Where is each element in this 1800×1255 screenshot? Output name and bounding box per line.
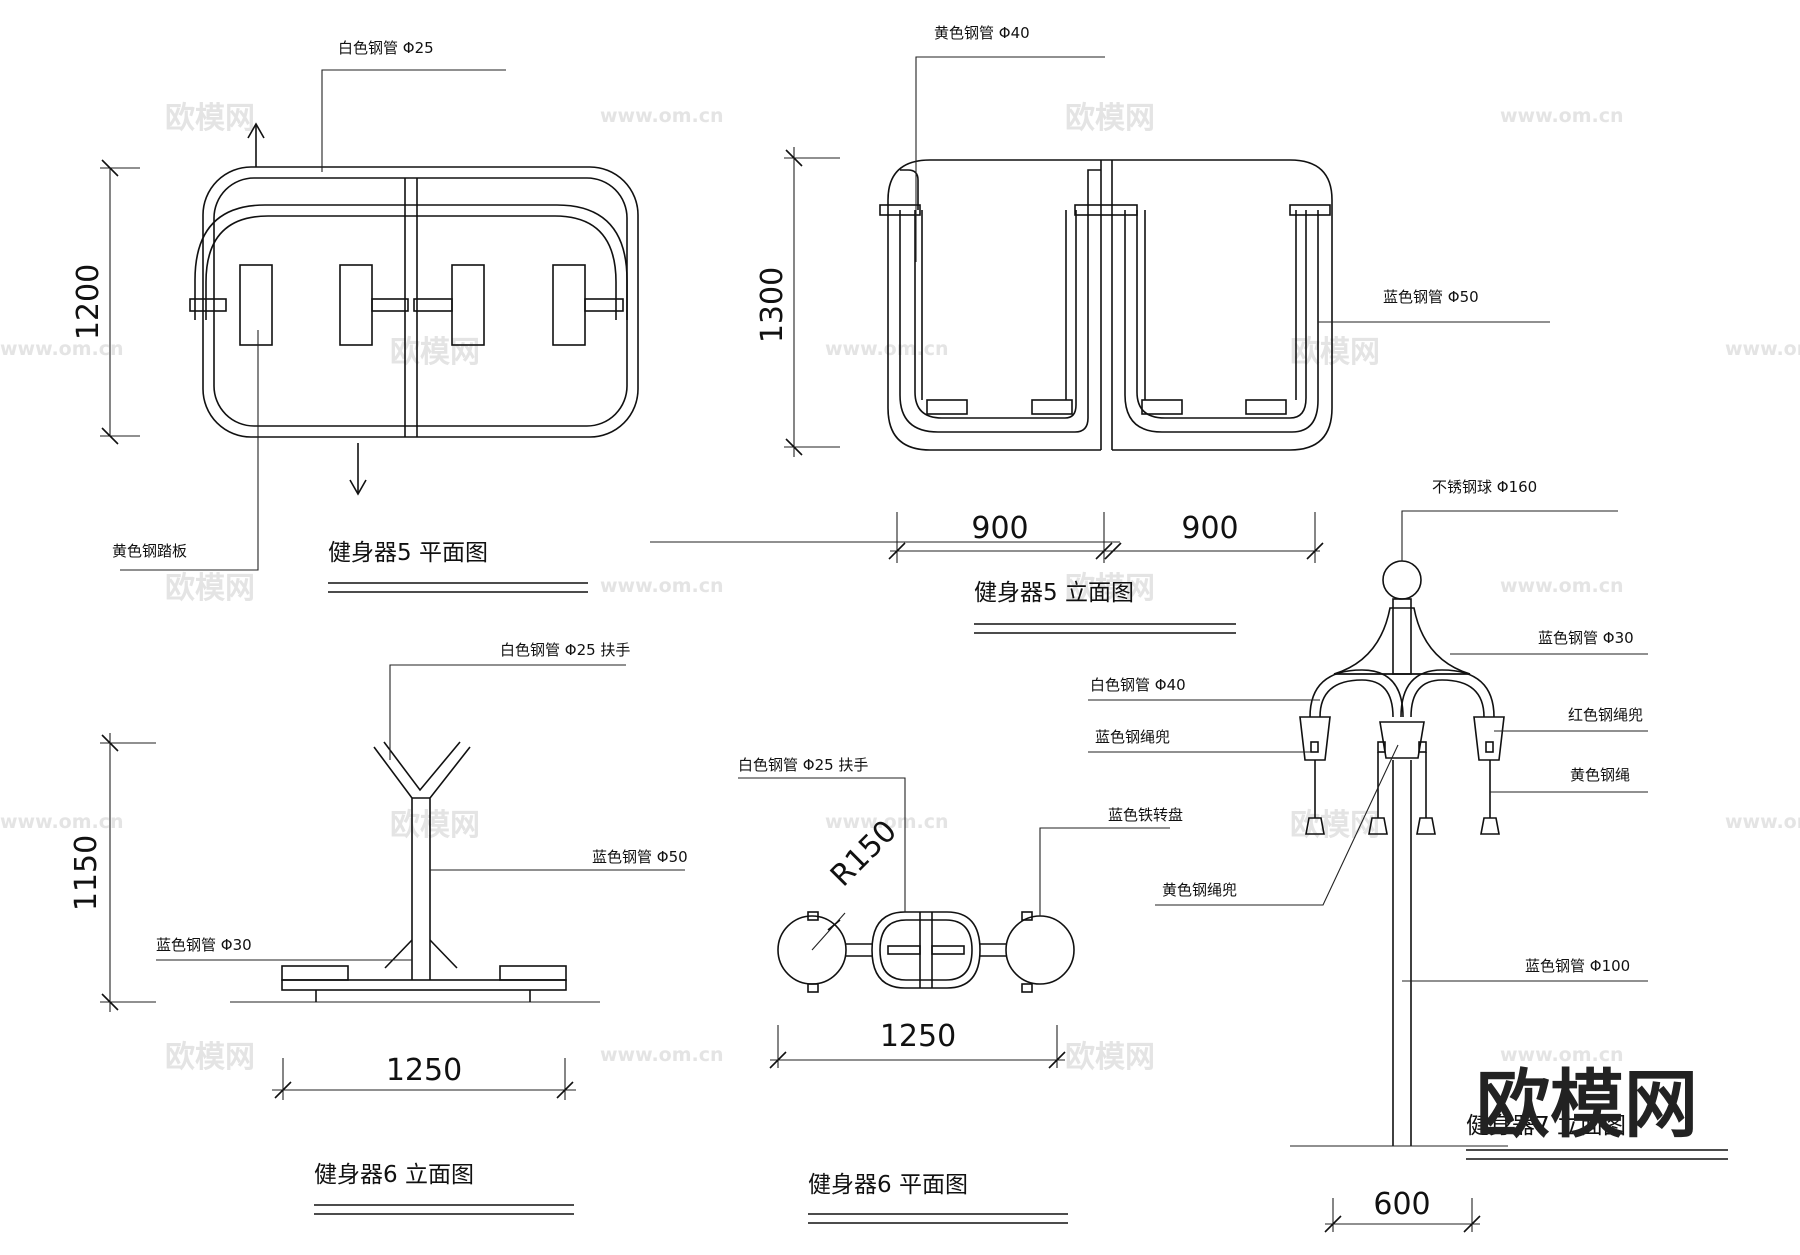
label-yellow-pedal: 黄色钢踏板	[112, 542, 187, 560]
watermark-url: www.om.cn	[600, 1044, 724, 1066]
title-view3: 健身器6 立面图	[314, 1162, 474, 1188]
watermark: 欧模网	[165, 571, 255, 606]
watermark: 欧模网	[390, 335, 480, 370]
label-white-handle: 白色钢管 Φ25 扶手	[500, 641, 630, 659]
view1-plan: 1200 白色钢管 Φ25 黄色钢踏板 健身器5 平面图	[71, 39, 639, 593]
title-view1: 健身器5 平面图	[328, 540, 488, 566]
label-white-tube: 白色钢管 Φ25	[338, 39, 434, 57]
label-yellow-rope: 黄色钢绳	[1570, 766, 1630, 784]
watermark: 欧模网	[390, 808, 480, 843]
dim-width-1250: 1250	[880, 1019, 956, 1054]
title-view4: 健身器6 平面图	[808, 1172, 968, 1198]
watermark: 欧模网	[1290, 808, 1380, 843]
watermark-url: www.om.cn	[600, 575, 724, 597]
label-blue-tube-30: 蓝色钢管 Φ30	[156, 936, 252, 954]
label-white-tube-40: 白色钢管 Φ40	[1090, 676, 1186, 694]
title-view2: 健身器5 立面图	[974, 580, 1134, 606]
watermark: 欧模网	[1065, 1040, 1155, 1075]
label-white-handle: 白色钢管 Φ25 扶手	[738, 756, 868, 774]
dim-width-600: 600	[1373, 1187, 1430, 1222]
watermark-url: www.om.cn	[1725, 338, 1800, 360]
watermark-url: www.om.cn	[825, 338, 949, 360]
dim-height-1200: 1200	[71, 264, 106, 340]
watermark-url: www.om.cn	[1500, 575, 1624, 597]
label-blue-tube-50: 蓝色钢管 Φ50	[1383, 288, 1479, 306]
label-yellow-rope-net: 黄色钢绳兜	[1162, 881, 1237, 899]
view3-elevation: 1150 白色钢管 Φ25 扶手 蓝色钢管 Φ50 蓝色钢管 Φ30 1250 …	[69, 641, 688, 1215]
view2-elevation: 1300 黄色钢管 Φ40 蓝色钢管 Φ50	[650, 24, 1550, 634]
dim-width-1250: 1250	[386, 1053, 462, 1088]
label-blue-rope-net: 蓝色钢绳兜	[1095, 728, 1170, 746]
watermark: 欧模网	[1065, 101, 1155, 136]
label-blue-tube-30: 蓝色钢管 Φ30	[1538, 629, 1634, 647]
watermark-url: www.om.cn	[1500, 105, 1624, 127]
label-yellow-tube: 黄色钢管 Φ40	[934, 24, 1030, 42]
view4-plan: R150 白色钢管 Φ25 扶手 蓝色铁转盘 1250 健身器6 平面图	[738, 756, 1183, 1224]
label-blue-tube-50: 蓝色钢管 Φ50	[592, 848, 688, 866]
dim-width-900-left: 900	[971, 511, 1028, 546]
watermark: 欧模网	[165, 1040, 255, 1075]
watermark-url: www.om.cn	[825, 811, 949, 833]
watermark-url: www.om.cn	[1500, 1044, 1624, 1066]
title-view5: 健身器7 立面图	[1466, 1113, 1626, 1139]
watermark: 欧模网	[165, 101, 255, 136]
watermark: 欧模网	[1065, 571, 1155, 606]
watermark-url: www.om.cn	[1725, 811, 1800, 833]
watermark-url: www.om.cn	[0, 811, 124, 833]
watermark-url: www.om.cn	[0, 338, 124, 360]
watermark: 欧模网	[1290, 335, 1380, 370]
view5-elevation: 不锈钢球 Φ160 蓝色钢管 Φ30 白色钢管 Φ40 蓝色钢绳兜 红色钢绳兜 …	[1088, 478, 1728, 1233]
dim-height-1300: 1300	[755, 267, 790, 343]
dim-width-900-right: 900	[1181, 511, 1238, 546]
logo-watermark: 欧模网	[1476, 1062, 1698, 1148]
label-blue-tube-100: 蓝色钢管 Φ100	[1525, 957, 1630, 975]
label-steel-ball: 不锈钢球 Φ160	[1432, 478, 1537, 496]
watermark-url: www.om.cn	[600, 105, 724, 127]
label-red-rope-net: 红色钢绳兜	[1568, 706, 1643, 724]
label-blue-turntable: 蓝色铁转盘	[1108, 806, 1183, 824]
dim-height-1150: 1150	[69, 835, 104, 911]
